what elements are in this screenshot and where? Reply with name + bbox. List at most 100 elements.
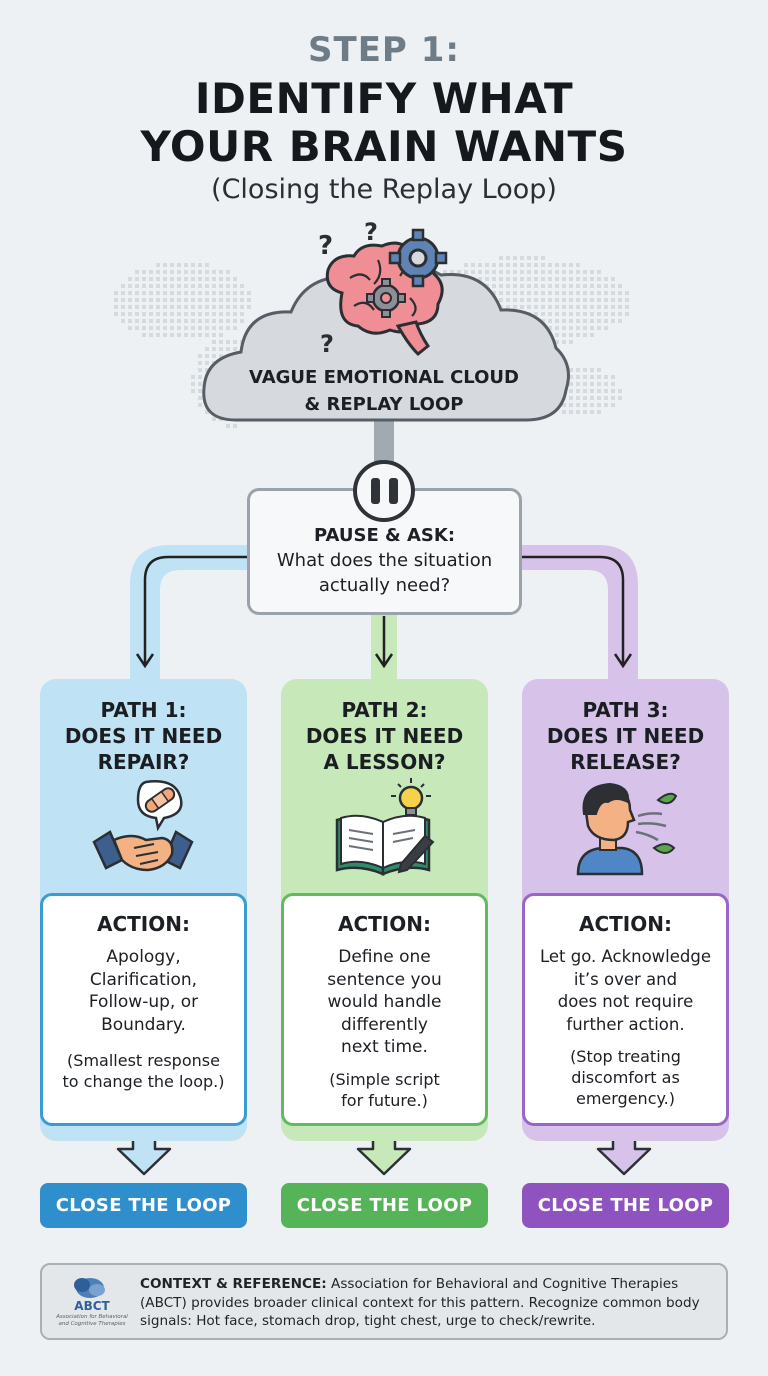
map-dot <box>471 270 475 274</box>
map-dot <box>590 277 594 281</box>
map-dot <box>219 340 223 344</box>
map-dot <box>590 284 594 288</box>
map-dot <box>121 298 125 302</box>
map-dot <box>233 305 237 309</box>
map-dot <box>534 291 538 295</box>
map-dot <box>233 340 237 344</box>
map-dot <box>212 270 216 274</box>
map-dot <box>191 284 195 288</box>
map-dot <box>534 270 538 274</box>
map-dot <box>121 319 125 323</box>
path-1-close-loop-button[interactable]: CLOSE THE LOOP <box>40 1183 247 1228</box>
map-dot <box>506 305 510 309</box>
map-dot <box>583 284 587 288</box>
map-dot <box>163 263 167 267</box>
map-dot <box>555 298 559 302</box>
path-3-action-line: further action. <box>566 1014 685 1034</box>
map-dot <box>583 270 587 274</box>
map-dot <box>625 291 629 295</box>
map-dot <box>191 326 195 330</box>
map-dot <box>212 417 216 421</box>
map-dot <box>219 354 223 358</box>
map-dot <box>597 305 601 309</box>
map-dot <box>590 410 594 414</box>
map-dot <box>611 312 615 316</box>
map-dot <box>226 305 230 309</box>
pause-icon <box>353 460 415 522</box>
abct-logo-subtext-line-1: Association for Behavioral <box>56 1314 128 1320</box>
map-dot <box>569 333 573 337</box>
map-dot <box>555 270 559 274</box>
map-dot <box>198 277 202 281</box>
map-dot <box>604 326 608 330</box>
map-dot <box>212 284 216 288</box>
map-dot <box>597 396 601 400</box>
map-dot <box>205 263 209 267</box>
abct-logo-text: ABCT <box>74 1299 110 1313</box>
map-dot <box>597 319 601 323</box>
map-dot <box>597 326 601 330</box>
path-2-close-loop-button[interactable]: CLOSE THE LOOP <box>281 1183 488 1228</box>
map-dot <box>562 319 566 323</box>
map-dot <box>226 326 230 330</box>
map-dot <box>198 284 202 288</box>
map-dot <box>156 305 160 309</box>
map-dot <box>527 277 531 281</box>
map-dot <box>170 277 174 281</box>
map-dot <box>198 375 202 379</box>
map-dot <box>569 375 573 379</box>
map-dot <box>534 263 538 267</box>
map-dot <box>562 312 566 316</box>
map-dot <box>226 312 230 316</box>
map-dot <box>555 319 559 323</box>
map-dot <box>506 284 510 288</box>
map-dot <box>121 291 125 295</box>
map-dot <box>555 326 559 330</box>
map-dot <box>541 312 545 316</box>
map-dot <box>205 319 209 323</box>
ask-question: What does the situation actually need? <box>250 548 519 598</box>
context-reference-footer: ABCT Association for Behavioral and Cogn… <box>40 1263 728 1340</box>
map-dot <box>114 291 118 295</box>
map-dot <box>205 291 209 295</box>
map-dot <box>184 277 188 281</box>
map-dot <box>156 298 160 302</box>
map-dot <box>604 312 608 316</box>
map-dot <box>527 256 531 260</box>
path-1-action-line: Apology, <box>106 947 181 967</box>
map-dot <box>219 291 223 295</box>
map-dot <box>520 298 524 302</box>
map-dot <box>191 291 195 295</box>
map-dot <box>226 291 230 295</box>
map-dot <box>576 389 580 393</box>
map-dot <box>534 284 538 288</box>
ask-title: PAUSE & ASK: <box>313 525 456 546</box>
map-dot <box>219 319 223 323</box>
path-1-title-line-2: DOES IT NEED <box>64 724 223 748</box>
ask-question-line-1: What does the situation <box>276 550 493 571</box>
map-dot <box>184 291 188 295</box>
map-dot <box>128 277 132 281</box>
map-dot <box>597 270 601 274</box>
brain-gears-icon: ? ? ? <box>318 218 448 358</box>
map-dot <box>618 298 622 302</box>
map-dot <box>191 389 195 393</box>
map-dot <box>212 319 216 323</box>
abct-logo-subtext-line-2: and Cognitive Therapies <box>58 1320 126 1327</box>
map-dot <box>611 403 615 407</box>
map-dot <box>219 326 223 330</box>
map-dot <box>198 382 202 386</box>
map-dot <box>198 270 202 274</box>
map-dot <box>583 305 587 309</box>
map-dot <box>219 305 223 309</box>
map-dot <box>541 284 545 288</box>
path-3-close-loop-button[interactable]: CLOSE THE LOOP <box>522 1183 729 1228</box>
map-dot <box>142 312 146 316</box>
path-2-action-note: (Simple script for future.) <box>292 1069 477 1111</box>
abct-logo-subtext: Association for Behavioral and Cognitive… <box>48 1314 136 1327</box>
map-dot <box>611 375 615 379</box>
path-2-action-line: sentence you <box>327 969 442 990</box>
map-dot <box>198 319 202 323</box>
map-dot <box>163 298 167 302</box>
map-dot <box>555 291 559 295</box>
